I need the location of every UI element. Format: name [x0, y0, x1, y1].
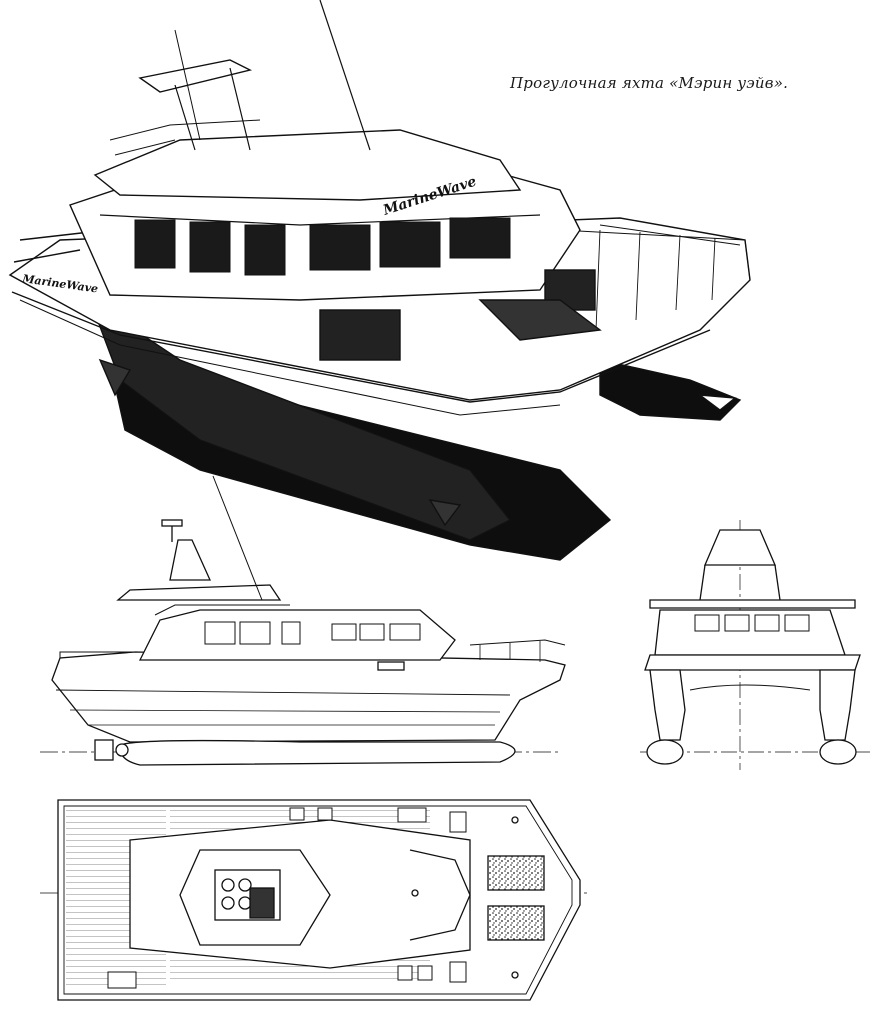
front-hull-starboard	[819, 669, 856, 741]
hardtop	[138, 59, 253, 93]
side-pod	[119, 739, 516, 766]
front-cabin	[654, 609, 846, 656]
starboard-hull	[599, 359, 742, 421]
figure-caption: Прогулочная яхта «Мэрин уэйв».	[510, 74, 789, 92]
perspective-view: MarineWave MarineWave	[8, 0, 751, 561]
front-elevation	[640, 520, 870, 770]
front-hull-port	[649, 669, 686, 741]
flybridge	[93, 129, 522, 201]
side-cabin	[138, 609, 456, 661]
side-hull	[51, 651, 566, 743]
plan-view	[40, 799, 590, 1001]
foredeck-hatch-2	[487, 905, 545, 941]
foredeck-hatch-1	[487, 855, 545, 891]
side-elevation	[40, 475, 566, 766]
